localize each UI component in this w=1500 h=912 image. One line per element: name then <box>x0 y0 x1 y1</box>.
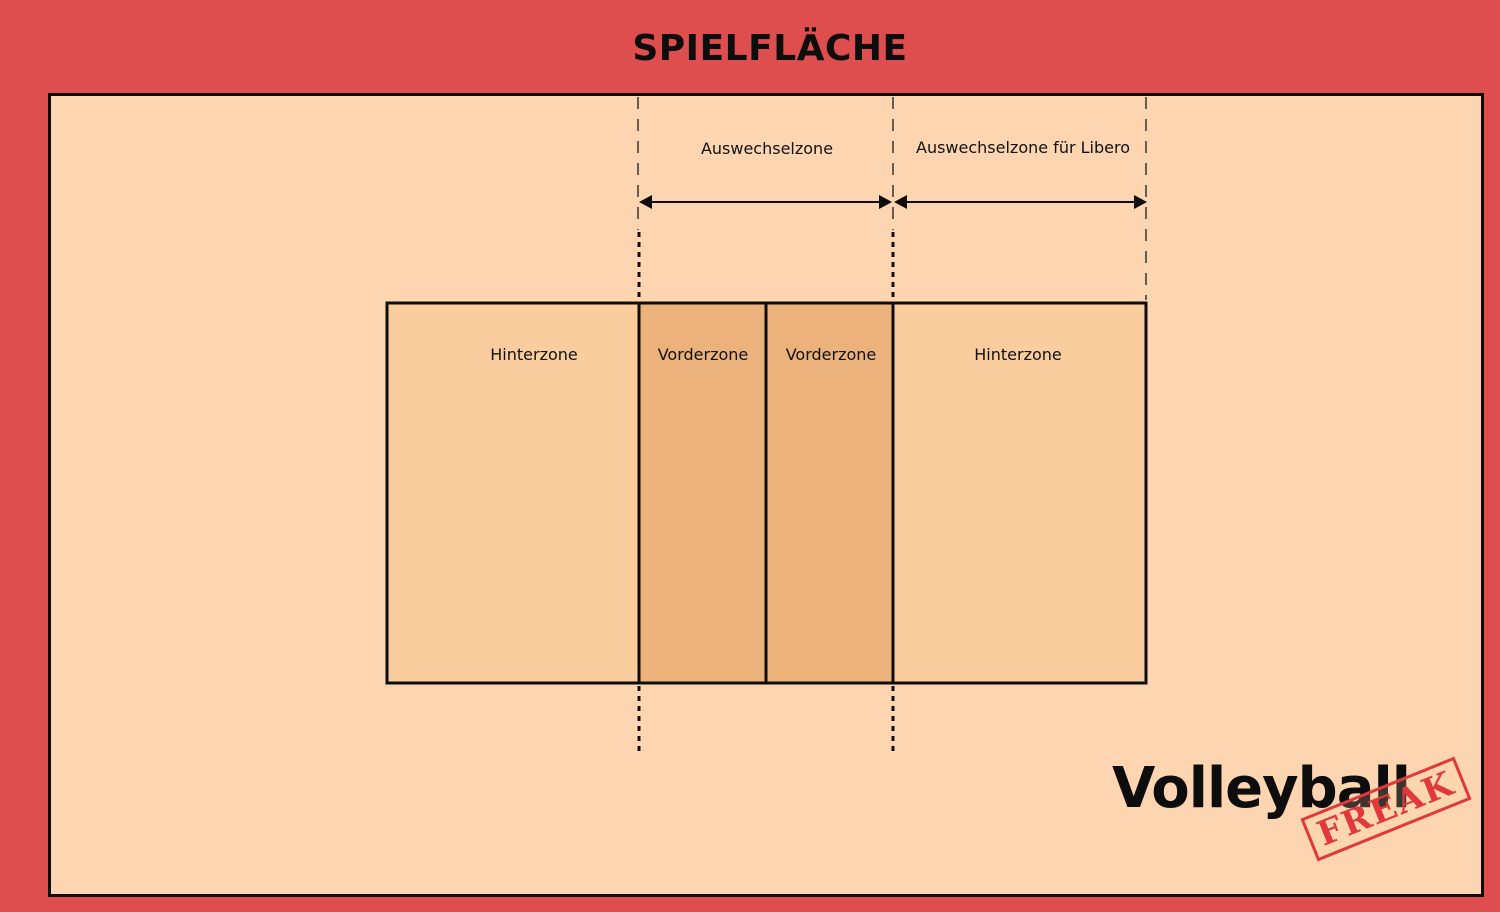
front-zone-left <box>639 303 766 683</box>
arrowhead-mid-left <box>894 195 907 209</box>
volleyball-logo: Volleyball <box>1112 756 1411 821</box>
arrowhead-mid-right <box>879 195 892 209</box>
substitution-zone-label: Auswechselzone <box>700 139 834 158</box>
zone-label-back-left: Hinterzone <box>490 345 578 364</box>
libero-zone-label: Auswechselzone für Libero <box>916 138 1130 157</box>
zone-label-front-right: Vorderzone <box>785 345 877 364</box>
diagram-title: SPIELFLÄCHE <box>632 28 908 69</box>
arrowhead-right <box>1134 195 1147 209</box>
front-zone-right <box>766 303 893 683</box>
zone-label-front-left: Vorderzone <box>657 345 749 364</box>
back-zone-right <box>893 303 1146 683</box>
zone-label-back-right: Hinterzone <box>974 345 1062 364</box>
arrowhead-left <box>639 195 652 209</box>
back-zone-left <box>387 303 639 683</box>
